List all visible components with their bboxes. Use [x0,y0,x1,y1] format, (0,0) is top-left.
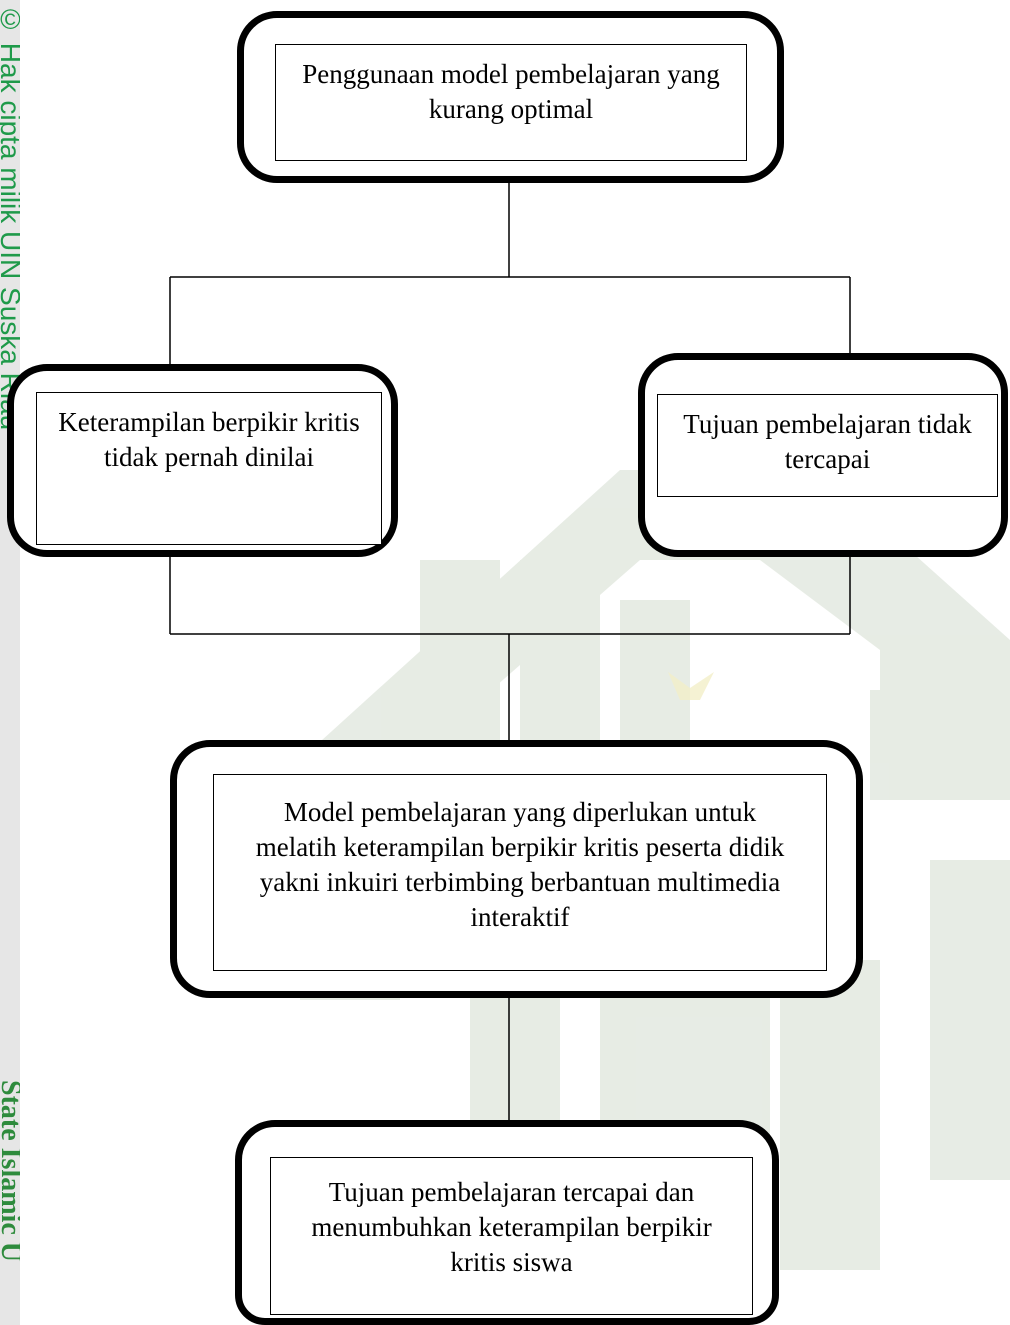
solution-box: Model pembelajaran yang diperlukan untuk… [170,740,863,998]
problem-box: Penggunaan model pembelajaran yang kuran… [237,11,784,183]
outcome-box: Tujuan pembelajaran tercapai dan menumbu… [235,1120,779,1325]
problem-text: Penggunaan model pembelajaran yang kuran… [302,59,720,124]
outcome-inner-box: Tujuan pembelajaran tercapai dan menumbu… [270,1157,753,1315]
cause-right-box: Tujuan pembelajaran tidak tercapai [638,353,1008,557]
problem-inner-box: Penggunaan model pembelajaran yang kuran… [275,44,747,161]
outcome-text: Tujuan pembelajaran tercapai dan menumbu… [311,1177,712,1277]
copyright-side-text: © Hak cipta milik UIN Suska Riau [0,4,20,430]
cause-left-box: Keterampilan berpikir kritis tidak perna… [7,364,398,557]
cause-right-inner-box: Tujuan pembelajaran tidak tercapai [657,394,998,497]
cause-right-text: Tujuan pembelajaran tidak tercapai [683,409,972,474]
copyright-strip: © Hak cipta milik UIN Suska Riau State I… [0,0,20,1325]
cause-left-inner-box: Keterampilan berpikir kritis tidak perna… [36,392,382,545]
solution-text: Model pembelajaran yang diperlukan untuk… [255,797,785,932]
university-side-text: State Islamic U [0,1080,20,1262]
solution-inner-box: Model pembelajaran yang diperlukan untuk… [213,774,827,971]
cause-left-text: Keterampilan berpikir kritis tidak perna… [58,407,360,472]
